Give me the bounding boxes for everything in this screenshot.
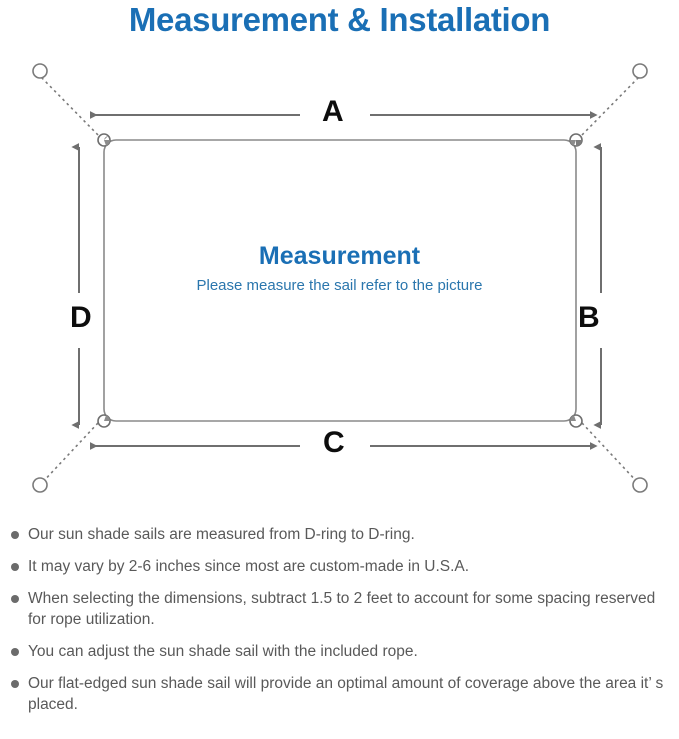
note-text: It may vary by 2-6 inches since most are… <box>28 558 470 575</box>
bullet-icon <box>11 563 19 571</box>
anchor-circle-bottom-right-icon <box>632 477 648 493</box>
diagram-svg <box>32 63 648 493</box>
d-ring-shade-bl-icon <box>104 415 111 421</box>
note-text: When selecting the dimensions, subtract … <box>28 590 656 628</box>
dimension-label-c: C <box>323 426 345 459</box>
note-text: Our flat-edged sun shade sail will provi… <box>28 675 664 713</box>
page-title: Measurement & Installation <box>128 1 551 38</box>
list-item: Our sun shade sails are measured from D-… <box>0 524 679 545</box>
bullet-icon <box>11 595 19 603</box>
rope-lines <box>39 75 641 486</box>
dimension-label-d: D <box>70 301 92 334</box>
bullet-icon <box>11 648 19 656</box>
d-ring-shading <box>104 140 576 421</box>
anchor-points <box>32 63 648 493</box>
sail-body <box>103 139 577 422</box>
d-ring-shade-tl-icon <box>104 140 111 146</box>
list-item: You can adjust the sun shade sail with t… <box>0 641 679 662</box>
list-item: It may vary by 2-6 inches since most are… <box>0 556 679 577</box>
rope-bottom-left-icon <box>39 422 99 486</box>
anchor-circle-top-right-icon <box>632 63 648 79</box>
rope-top-left-icon <box>39 75 99 136</box>
d-ring-lobes <box>104 135 582 146</box>
note-text: Our sun shade sails are measured from D-… <box>28 526 415 543</box>
notes-list: Our sun shade sails are measured from D-… <box>0 524 679 726</box>
d-ring-lobe-tr2-icon <box>576 140 582 146</box>
d-ring-shade-br-icon <box>569 415 576 421</box>
diagram-inner-title: Measurement <box>258 242 421 270</box>
list-item: Our flat-edged sun shade sail will provi… <box>0 673 679 715</box>
d-ring-lobe-tl-icon <box>104 135 109 140</box>
rope-top-right-icon <box>581 75 641 136</box>
anchor-circle-top-left-icon <box>32 63 48 79</box>
list-item: When selecting the dimensions, subtract … <box>0 588 679 630</box>
anchor-circle-bottom-left-icon <box>32 477 48 493</box>
diagram-inner-subtitle: Please measure the sail refer to the pic… <box>196 277 483 294</box>
rope-bottom-right-icon <box>581 422 641 486</box>
dimension-label-a: A <box>322 95 344 128</box>
note-text: You can adjust the sun shade sail with t… <box>28 643 418 660</box>
bullet-icon <box>11 680 19 688</box>
dimension-label-b: B <box>578 301 600 334</box>
sail-measurement-diagram: A B C D Measurement Please measure the s… <box>0 48 679 518</box>
d-ring-shade-tr-icon <box>569 140 576 146</box>
bullet-icon <box>11 531 19 539</box>
